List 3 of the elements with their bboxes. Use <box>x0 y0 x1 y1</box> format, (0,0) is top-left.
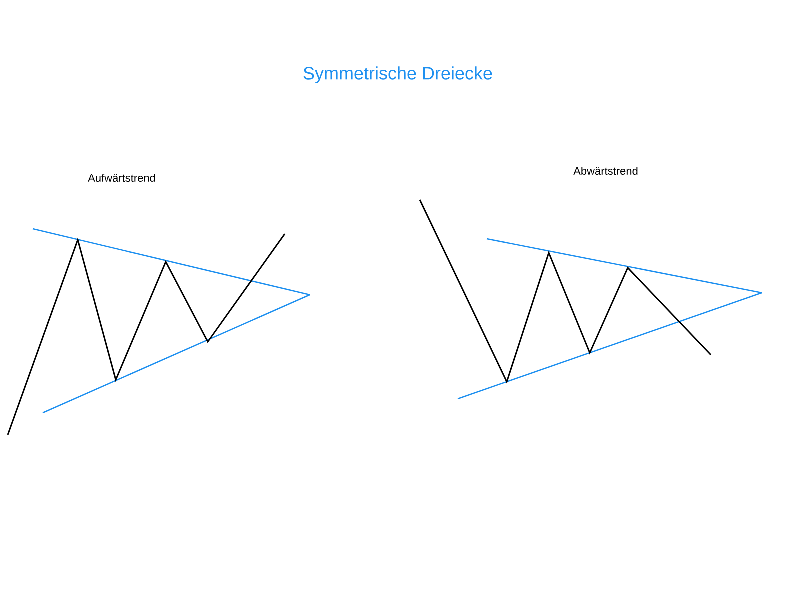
title: Symmetrische Dreiecke <box>304 66 492 84</box>
trend-label: Aufwärtstrend <box>88 174 156 182</box>
trend-label: Abwärtstrend <box>574 166 638 176</box>
